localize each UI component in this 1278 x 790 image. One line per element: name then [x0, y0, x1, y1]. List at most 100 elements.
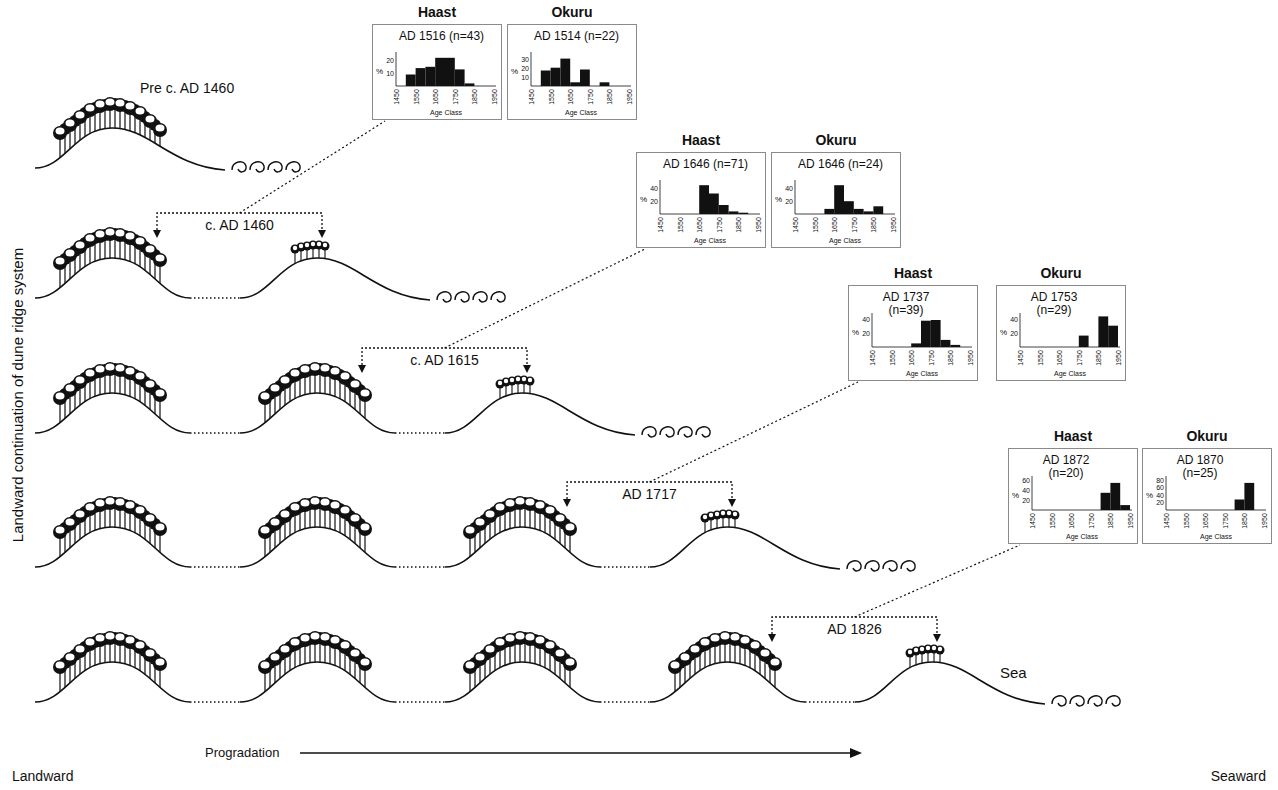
y-tick: 40 — [772, 185, 793, 193]
x-tick: 1950 — [1261, 513, 1269, 529]
x-tick: 1450 — [1017, 350, 1025, 366]
x-tick: 1850 — [606, 89, 614, 105]
panel-title: Haast — [637, 132, 765, 149]
x-tick: 1450 — [1029, 513, 1037, 529]
x-tick: 1850 — [1107, 513, 1115, 529]
x-tick: 1550 — [413, 89, 421, 105]
dune-row — [35, 227, 505, 302]
x-tick: 1750 — [1076, 350, 1084, 366]
y-tick: 30 — [508, 56, 529, 64]
x-tick: 1550 — [1037, 350, 1045, 366]
x-tick: 1650 — [696, 217, 704, 233]
sample-label: AD 1646 (n=71) — [663, 158, 748, 171]
histogram-bars — [396, 52, 1266, 510]
x-tick: 1950 — [890, 217, 898, 233]
panel-title: Haast — [373, 4, 501, 21]
axis-title: Age Class — [906, 370, 938, 378]
leader-line — [240, 121, 1021, 617]
sample-label: AD 1872 (n=20) — [1037, 454, 1095, 480]
sample-label: AD 1516 (n=43) — [399, 30, 484, 43]
sample-label: AD 1646 (n=24) — [798, 158, 883, 171]
x-tick: 1850 — [947, 350, 955, 366]
x-tick: 1550 — [677, 217, 685, 233]
axis-unit: % — [852, 328, 859, 337]
x-tick: 1850 — [1095, 350, 1103, 366]
x-tick: 1550 — [889, 350, 897, 366]
x-tick: 1650 — [432, 89, 440, 105]
axis-unit: % — [1012, 491, 1019, 500]
panel-title: Haast — [849, 265, 977, 282]
x-tick: 1450 — [528, 89, 536, 105]
x-tick: 1950 — [626, 89, 634, 105]
x-tick: 1750 — [716, 217, 724, 233]
dune-row — [35, 631, 1120, 706]
x-tick: 1650 — [1056, 350, 1064, 366]
x-tick: 1950 — [1115, 350, 1123, 366]
histogram-panel: HaastAD 1516 (n=43)145015501650175018501… — [372, 24, 502, 120]
x-tick: 1750 — [928, 350, 936, 366]
x-tick: 1650 — [567, 89, 575, 105]
progradation-arrow — [300, 748, 862, 758]
histogram-panel: OkuruAD 1646 (n=24)145015501650175018501… — [771, 152, 901, 248]
axis-unit: % — [511, 67, 518, 76]
span-arrowheads — [153, 230, 941, 642]
axis-label: Landward continuation of dune ridge syst… — [9, 248, 26, 542]
x-tick: 1450 — [657, 217, 665, 233]
y-tick: 80 — [1143, 477, 1164, 485]
span-label: AD 1826 — [827, 621, 881, 637]
x-tick: 1850 — [870, 217, 878, 233]
sample-label: AD 1870 (n=25) — [1171, 454, 1229, 480]
x-tick: 1550 — [548, 89, 556, 105]
x-tick: 1950 — [1127, 513, 1135, 529]
x-tick: 1750 — [1088, 513, 1096, 529]
x-tick: 1950 — [755, 217, 763, 233]
y-tick: 40 — [637, 185, 658, 193]
x-tick: 1650 — [1068, 513, 1076, 529]
direction-label: Seaward — [1211, 768, 1266, 784]
span-label: c. AD 1615 — [410, 352, 479, 368]
histogram-panel: OkuruAD 1870 (n=25)145015501650175018501… — [1142, 448, 1272, 544]
x-tick: 1650 — [908, 350, 916, 366]
x-tick: 1750 — [851, 217, 859, 233]
arrow-label: Progradation — [205, 745, 279, 760]
x-tick: 1550 — [1183, 513, 1191, 529]
x-tick: 1850 — [471, 89, 479, 105]
panel-title: Okuru — [997, 265, 1125, 282]
axis-title: Age Class — [829, 237, 861, 245]
dune-row — [35, 496, 915, 571]
x-tick: 1450 — [869, 350, 877, 366]
axis-unit: % — [1000, 328, 1007, 337]
direction-label: Landward — [12, 768, 74, 784]
x-tick: 1550 — [812, 217, 820, 233]
axis-unit: % — [775, 195, 782, 204]
x-tick: 1450 — [792, 217, 800, 233]
axis-title: Age Class — [1066, 533, 1098, 541]
axis-title: Age Class — [1054, 370, 1086, 378]
histogram-panel: HaastAD 1737 (n=39)145015501650175018501… — [848, 285, 978, 381]
x-tick: 1450 — [393, 89, 401, 105]
x-tick: 1650 — [831, 217, 839, 233]
y-tick: 40 — [997, 316, 1018, 324]
x-tick: 1650 — [1202, 513, 1210, 529]
sample-label: AD 1514 (n=22) — [534, 30, 619, 43]
y-tick: 20 — [373, 57, 394, 65]
x-tick: 1750 — [1222, 513, 1230, 529]
span-label: c. AD 1460 — [205, 217, 274, 233]
histogram-panel: HaastAD 1872 (n=20)145015501650175018501… — [1008, 448, 1138, 544]
panel-title: Okuru — [772, 132, 900, 149]
x-tick: 1450 — [1163, 513, 1171, 529]
panel-title: Okuru — [1143, 428, 1271, 445]
histogram-panel: OkuruAD 1514 (n=22)145015501650175018501… — [507, 24, 637, 120]
histogram-panel: OkuruAD 1753 (n=29)145015501650175018501… — [996, 285, 1126, 381]
axis-unit: % — [640, 195, 647, 204]
x-tick: 1950 — [967, 350, 975, 366]
span-label: AD 1717 — [622, 486, 676, 502]
panel-title: Haast — [1009, 428, 1137, 445]
axis-unit: % — [376, 67, 383, 76]
panel-title: Okuru — [508, 4, 636, 21]
axis-unit: % — [1146, 491, 1153, 500]
x-tick: 1550 — [1049, 513, 1057, 529]
y-tick: 60 — [1009, 477, 1030, 485]
